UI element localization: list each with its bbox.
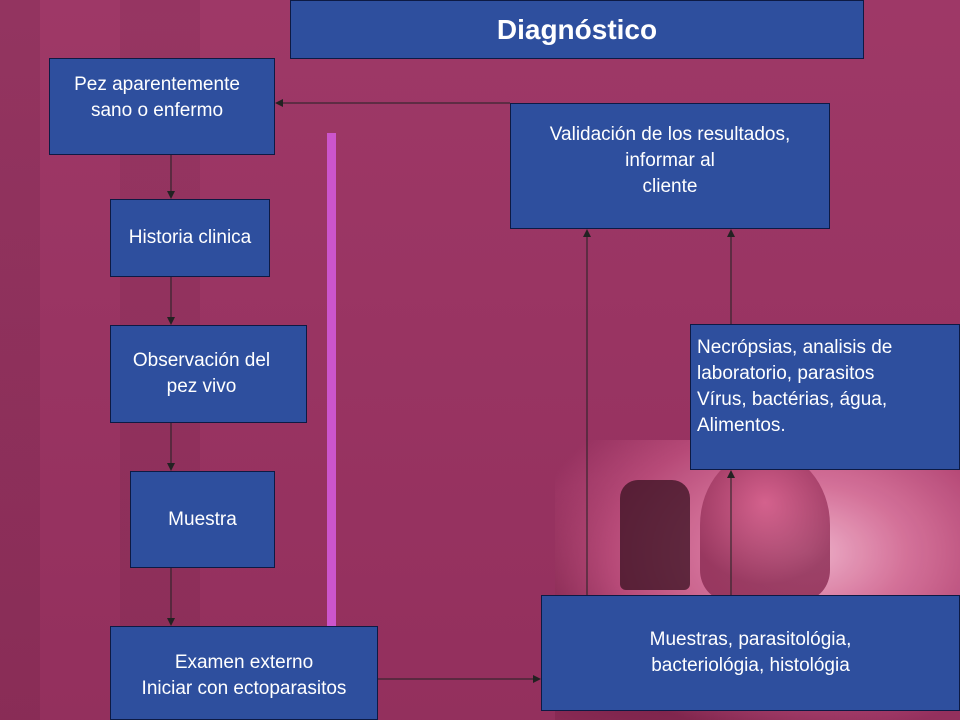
node-pez: Pez aparentemente sano o enfermo [49, 58, 275, 155]
diagram-title: Diagnóstico [290, 0, 864, 59]
node-muestras: Muestras, parasitológia, bacteriológia, … [541, 595, 960, 711]
node-validacion: Validación de los resultados, informar a… [510, 103, 830, 229]
node-muestra: Muestra [130, 471, 275, 568]
node-examen-externo: Examen externo Iniciar con ectoparasitos [110, 626, 378, 720]
microscope-silhouette [620, 480, 690, 590]
scientist-silhouette [700, 450, 830, 600]
divider-bar [327, 133, 336, 630]
node-necropsias: Necrópsias, analisis de laboratorio, par… [690, 324, 960, 470]
node-observacion: Observación del pez vivo [110, 325, 307, 423]
node-historia-clinica: Historia clinica [110, 199, 270, 277]
